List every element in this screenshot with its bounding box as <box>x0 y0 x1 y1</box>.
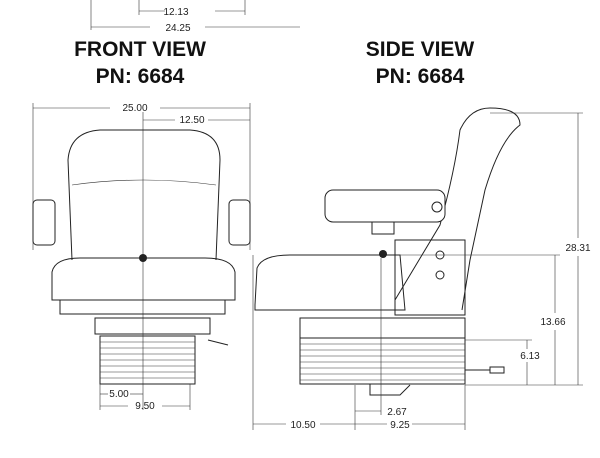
dim-2-67: 2.67 <box>387 407 407 418</box>
front-view-label: FRONT VIEW <box>74 38 206 61</box>
dim-10-50: 10.50 <box>290 420 315 431</box>
side-view-label: SIDE VIEW <box>365 38 475 61</box>
dim-24-25: 24.25 <box>165 23 190 34</box>
side-bellows <box>299 337 466 385</box>
side-view-seat: 28.31 13.66 6.13 2.67 10.50 9.25 <box>252 107 591 431</box>
front-view-seat: 25.00 12.50 5.00 <box>32 103 251 412</box>
dim-28-31: 28.31 <box>565 243 590 254</box>
dim-9-25: 9.25 <box>390 420 410 431</box>
dim-5-00: 5.00 <box>109 389 129 400</box>
dim-6-13: 6.13 <box>520 351 540 362</box>
dim-13-66: 13.66 <box>540 317 565 328</box>
dim-12-50: 12.50 <box>179 115 204 126</box>
front-view-part-number: PN: 6684 <box>95 65 185 88</box>
front-bellows <box>99 335 196 385</box>
side-view-title: SIDE VIEW PN: 6684 <box>320 36 520 90</box>
front-view-title: FRONT VIEW PN: 6684 <box>40 36 240 90</box>
top-dimensions: 12.13 24.25 <box>90 0 300 34</box>
dim-25-00: 25.00 <box>122 103 147 114</box>
dim-12-13: 12.13 <box>163 7 188 18</box>
dim-9-50: 9.50 <box>135 401 155 412</box>
side-view-part-number: PN: 6684 <box>375 65 465 88</box>
